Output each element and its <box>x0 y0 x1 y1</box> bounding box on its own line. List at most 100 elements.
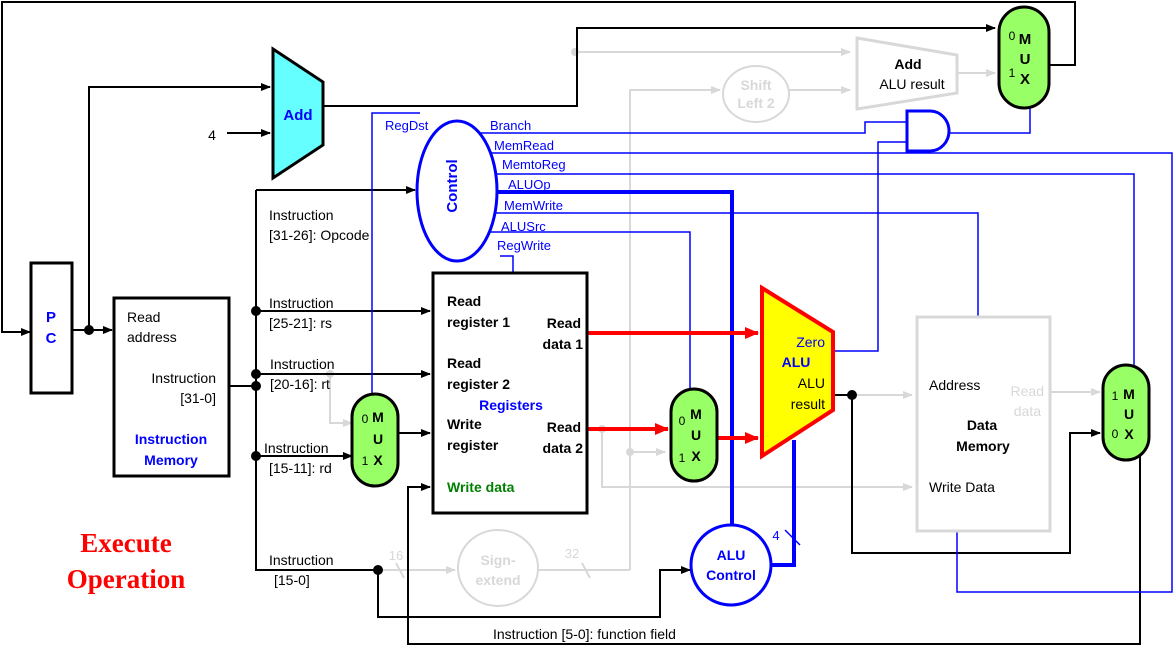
regdst-mux-m: M <box>372 409 384 425</box>
alu-result-label-2: result <box>791 396 825 412</box>
branch-adder-label-2: ALU result <box>879 76 944 92</box>
pcsrc-mux: 0 1 M U X <box>997 5 1051 110</box>
pc-adder-label: Add <box>283 107 312 124</box>
junction-pc <box>84 325 94 335</box>
sign-extend-out-width: 32 <box>565 546 579 561</box>
alu-result-label: ALU <box>798 375 825 391</box>
alusrc-mux-x: X <box>691 448 701 464</box>
junction-signext <box>626 448 634 456</box>
wire-signext-to-shift <box>629 86 721 570</box>
wire-rt-to-regmux <box>329 374 353 427</box>
bus-width-16-tick <box>395 562 405 579</box>
read-data-1-label: Read <box>547 315 581 331</box>
data-wires <box>1 1 1141 645</box>
pc-label-p: P <box>46 309 56 326</box>
wire-alusrc <box>484 231 691 391</box>
write-register-label: Write <box>447 416 482 432</box>
regdst-mux-u: U <box>373 431 383 447</box>
pcsrc-mux-input-0: 0 <box>1009 29 1016 43</box>
control-wires <box>371 108 1173 593</box>
write-register-label-2: register <box>447 437 499 453</box>
alu-control <box>689 523 773 607</box>
wire-and-to-pcmux <box>948 108 1031 134</box>
wire-adder-out <box>323 24 996 107</box>
wire-alu-result-bypass <box>851 395 1101 554</box>
rt-label: Instruction <box>270 356 335 372</box>
dmem-address-label: Address <box>929 377 980 393</box>
shift-left-label-2: Left 2 <box>737 95 775 111</box>
read-register-2-label: Read <box>447 355 481 371</box>
title-line-1: Execute <box>80 528 171 558</box>
data-memory <box>915 315 1052 533</box>
wire-pc-to-adder <box>88 83 271 330</box>
sign-extend-label-2: extend <box>475 572 520 588</box>
control-signal-labels: RegDst Branch MemRead MemtoReg ALUOp Mem… <box>385 118 566 253</box>
control-unit <box>415 119 499 263</box>
dmem-name-2: Memory <box>956 438 1010 454</box>
pc-adder <box>271 46 325 181</box>
dmem-name: Data <box>967 417 998 433</box>
alusrc-mux-u: U <box>691 427 701 443</box>
wire-funct <box>377 566 691 618</box>
regdst-mux: 0 1 M U X <box>350 392 400 488</box>
sign-extend-label: Sign- <box>481 552 516 568</box>
signal-aluop: ALUOp <box>508 177 551 192</box>
alusrc-mux-m: M <box>690 406 702 422</box>
alusrc-mux-input-1: 1 <box>679 451 686 465</box>
dmem-read-data-label-2: data <box>1014 403 1041 419</box>
alu-zero-label: Zero <box>796 334 825 350</box>
junction-imem <box>251 381 261 391</box>
junction-rt <box>251 369 261 379</box>
pc-register <box>29 261 74 395</box>
alusrc-mux: 0 1 M U X <box>669 387 719 483</box>
rd-label-2: [15-11]: rd <box>269 460 332 476</box>
alu-control-width: 4 <box>772 528 779 543</box>
wire-rd2-to-dmem <box>601 429 913 491</box>
rt-label-2: [20-16]: rt <box>270 376 330 392</box>
rs-label: Instruction <box>269 295 334 311</box>
alu <box>760 284 835 460</box>
rs-label-2: [25-21]: rs <box>269 315 332 331</box>
wire-memtoreg <box>490 173 1135 365</box>
shift-left-label: Shift <box>740 77 771 93</box>
regdst-mux-x: X <box>373 452 383 468</box>
imm-label-2: [15-0] <box>274 572 310 588</box>
opcode-label: Instruction <box>269 207 334 223</box>
signal-regdst: RegDst <box>385 118 429 133</box>
dmem-read-data-label: Read <box>1011 383 1044 399</box>
rd-label: Instruction <box>264 440 329 456</box>
signal-memread: MemRead <box>494 138 554 153</box>
junction-imm <box>373 565 383 575</box>
signal-branch: Branch <box>490 118 531 133</box>
sign-extend-in-width: 16 <box>389 548 403 563</box>
alu-control-label-2: Control <box>706 567 756 583</box>
memtoreg-mux-u: U <box>1124 406 1134 422</box>
signal-memtoreg: MemtoReg <box>502 157 566 172</box>
pcsrc-mux-u: U <box>1020 51 1031 68</box>
bus-width-32-tick <box>581 562 591 579</box>
pc-label-c: C <box>46 330 57 347</box>
alu-name: ALU <box>782 354 811 370</box>
constant-4: 4 <box>208 127 216 143</box>
read-data-2-label: Read <box>547 419 581 435</box>
branch-adder-label: Add <box>894 56 921 72</box>
regdst-mux-input-0: 0 <box>362 412 369 426</box>
regdst-mux-input-1: 1 <box>362 454 369 468</box>
alusrc-mux-input-0: 0 <box>679 414 686 428</box>
shift-left-2 <box>722 65 790 123</box>
memtoreg-mux-x: X <box>1124 426 1134 442</box>
instruction-memory <box>112 296 231 478</box>
signal-alusrc: ALUSrc <box>501 219 546 234</box>
wire-memread <box>484 152 1173 593</box>
wire-regwrite <box>500 255 514 272</box>
pcsrc-mux-x: X <box>1020 71 1030 88</box>
junction-alu-result <box>847 390 857 400</box>
wire-instr-bus <box>255 190 380 571</box>
branch-and-gate <box>905 109 951 153</box>
pcsrc-mux-m: M <box>1019 31 1032 48</box>
imem-instruction-label: Instruction <box>151 370 216 386</box>
memtoreg-mux-m: M <box>1123 386 1135 402</box>
title-line-2: Operation <box>67 564 186 594</box>
wire-alu-control-out <box>769 440 796 567</box>
